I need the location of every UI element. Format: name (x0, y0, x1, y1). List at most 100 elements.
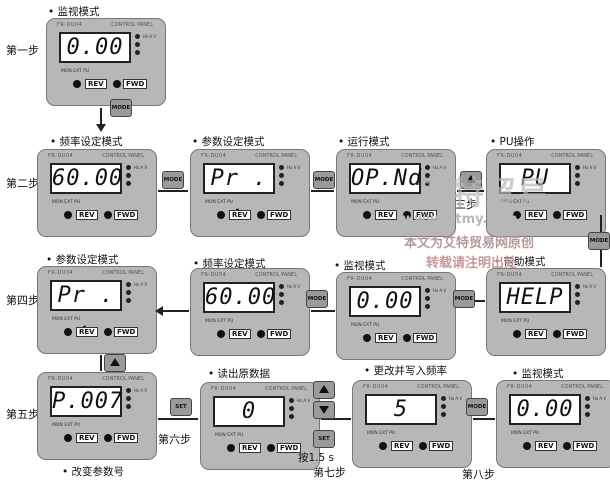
fwd-button[interactable]: FWD (563, 210, 588, 220)
fwd-button[interactable]: FWD (277, 443, 302, 453)
unit-labels: Hz A V (287, 165, 301, 170)
unit-leds (126, 282, 131, 306)
fwd-button[interactable]: FWD (267, 210, 292, 220)
fwd-button[interactable]: FWD (267, 329, 292, 339)
panel-caption: • 监视模式 (48, 6, 100, 18)
connector-line (100, 355, 102, 371)
led-dot (523, 442, 531, 450)
mode-leds: MON EXT PU (351, 323, 380, 328)
step-label-4: 第四步 (6, 294, 39, 307)
panel-brand: FR-DU04 (201, 153, 227, 159)
rev-button[interactable]: REV (229, 210, 251, 220)
rev-button[interactable]: REV (375, 210, 397, 220)
unit-leds (126, 388, 131, 412)
unit-labels: Hz A V (134, 388, 148, 393)
panel-brand2: CONTROL PANEL (265, 386, 307, 392)
panel-brand: FR-DU04 (497, 153, 523, 159)
fwd-button[interactable]: FWD (429, 441, 454, 451)
mode-key[interactable]: MODE (466, 398, 488, 416)
unit-labels: Hz A V (134, 282, 148, 287)
rev-button[interactable]: REV (239, 443, 261, 453)
unit-leds (575, 165, 580, 189)
unit-labels: Hz A V (297, 398, 311, 403)
mode-key[interactable]: MODE (453, 290, 475, 308)
mode-leds: MON EXT PU (367, 431, 396, 436)
rev-button[interactable]: REV (525, 329, 547, 339)
fwd-button[interactable]: FWD (413, 210, 438, 220)
up-key[interactable] (460, 171, 482, 189)
rev-button[interactable]: REV (375, 333, 397, 343)
up-key[interactable] (104, 354, 126, 372)
arrow-down-icon (96, 124, 106, 132)
panel-brand: FR-DU04 (57, 22, 83, 28)
unit-leds (135, 34, 140, 58)
led-dot (64, 328, 72, 336)
unit-leds (441, 396, 446, 420)
step-label-5: 第五步 (6, 408, 39, 421)
lcd-display: OP.Nd (349, 163, 421, 194)
watermark-line1: 本文为艾特贸易网原创 (404, 236, 535, 251)
mode-key[interactable]: MODE (162, 171, 184, 189)
fwd-button[interactable]: FWD (413, 333, 438, 343)
mode-key[interactable]: MODE (313, 171, 335, 189)
panel-brand2: CONTROL PANEL (401, 276, 443, 282)
rev-button[interactable]: REV (76, 210, 98, 220)
rev-button[interactable]: REV (391, 441, 413, 451)
mode-leds: MON EXT PU (61, 69, 90, 74)
unit-leds (279, 284, 284, 308)
led-dot (64, 434, 72, 442)
rev-button[interactable]: REV (76, 433, 98, 443)
panel-caption: • PU操作 (490, 136, 535, 148)
down-key[interactable] (313, 401, 335, 419)
unit-leds (126, 165, 131, 189)
led-dot (64, 211, 72, 219)
mode-key[interactable]: MODE (306, 290, 328, 308)
rev-button[interactable]: REV (229, 329, 251, 339)
fwd-button[interactable]: FWD (114, 210, 139, 220)
panel-caption: • 参数设定模式 (46, 254, 119, 266)
rev-button[interactable]: REV (525, 210, 547, 220)
connector-line (158, 310, 189, 312)
fwd-button[interactable]: FWD (563, 329, 588, 339)
fwd-button[interactable]: FWD (573, 441, 598, 451)
led-dot (217, 211, 225, 219)
panel-brand2: CONTROL PANEL (111, 22, 153, 28)
led-dot (563, 442, 571, 450)
panel-brand: FR-DU04 (48, 153, 74, 159)
rev-button[interactable]: REV (535, 441, 557, 451)
connector-line (311, 190, 334, 192)
lcd-display: 0.00 (349, 286, 421, 317)
led-dot (257, 330, 265, 338)
unit-labels: Hz A V (134, 165, 148, 170)
led-dot (403, 211, 411, 219)
lcd-display: 0.00 (59, 32, 131, 63)
mode-key[interactable]: MODE (588, 232, 610, 250)
lcd-display: Pr . . (50, 280, 122, 335)
mode-key[interactable]: MODE (110, 99, 132, 117)
rev-button[interactable]: REV (76, 327, 98, 337)
panel-brand2: CONTROL PANEL (102, 376, 144, 382)
arrow-left-icon (155, 306, 163, 316)
press-duration-note: 按1.5 s (298, 452, 335, 464)
panel-brand2: CONTROL PANEL (417, 384, 459, 390)
step-label-7: 第七步 (313, 466, 346, 479)
connector-line (457, 190, 484, 192)
fwd-button[interactable]: FWD (114, 433, 139, 443)
led-dot (257, 211, 265, 219)
set-key[interactable]: SET (170, 398, 192, 416)
connector-line (100, 108, 102, 126)
connector-line (158, 418, 198, 420)
unit-leds (279, 165, 284, 189)
fwd-button[interactable]: FWD (114, 327, 139, 337)
lcd-display: 60.00 (50, 163, 122, 194)
rev-button[interactable]: REV (85, 79, 107, 89)
panel-brand2: CONTROL PANEL (551, 272, 593, 278)
set-key[interactable]: SET (313, 430, 335, 448)
fwd-button[interactable]: FWD (123, 79, 148, 89)
unit-labels: Hz A V (143, 34, 157, 39)
unit-labels: Hz A V (433, 288, 447, 293)
led-dot (553, 211, 561, 219)
mode-leds: MON EXT PU (215, 433, 244, 438)
up-key[interactable] (313, 381, 335, 399)
led-dot (104, 328, 112, 336)
